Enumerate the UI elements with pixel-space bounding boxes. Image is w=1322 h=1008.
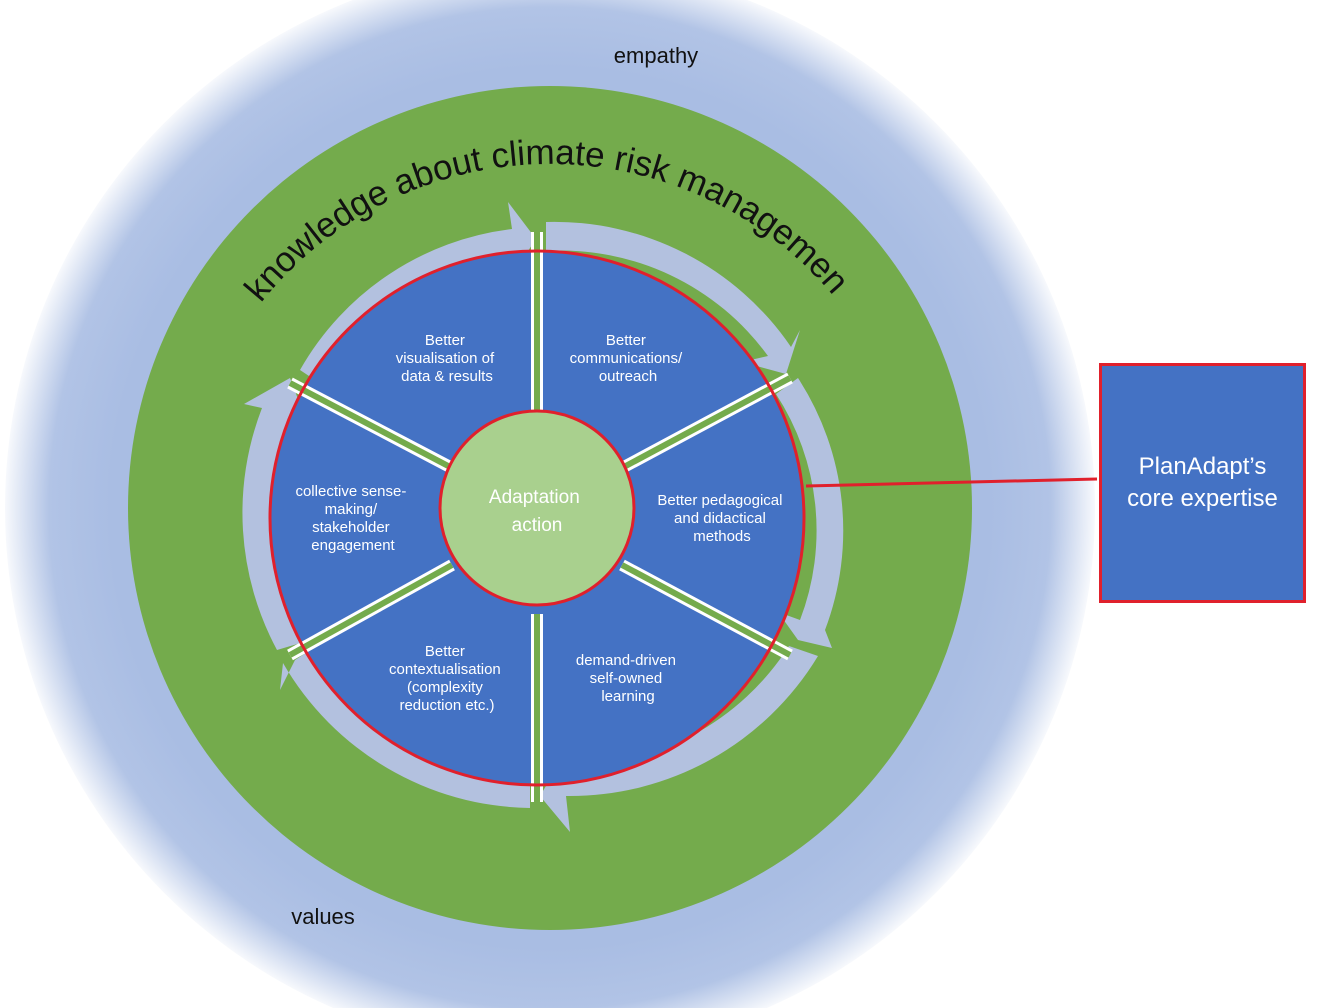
segment-label-contextualisation: Better contextualisation (complexity red… [389, 643, 505, 714]
center-circle [438, 409, 636, 607]
core-expertise-line2: core expertise [1127, 485, 1278, 512]
segment-label-sensemaking: collective sense- making/ stakeholder en… [295, 483, 410, 554]
values-label: values [291, 904, 355, 929]
cycle-arrow-3 [776, 378, 844, 648]
empathy-label: empathy [614, 43, 698, 68]
segment-label-visualisation: Better visualisation of data & results [396, 332, 499, 385]
center-label: Adaptation action [489, 487, 585, 536]
core-outline-circle [268, 249, 806, 787]
core-expertise-line1: PlanAdapt’s [1138, 453, 1267, 480]
core-expertise-box: PlanAdapt’s core expertise [1099, 363, 1306, 603]
cycle-arrow-2 [546, 221, 800, 374]
segment-label-communications: Better communications/ outreach [570, 332, 687, 385]
segment-dividers [287, 232, 793, 802]
segment-label-demand: demand-driven self-owned learning [576, 652, 680, 705]
cycle-arrow-6 [242, 378, 306, 650]
cycle-arrow-1 [300, 202, 536, 384]
cycle-arrow-5 [280, 640, 530, 808]
connector-line [805, 477, 1098, 488]
cycle-arrow-4 [540, 646, 818, 832]
cycle-arrows [242, 202, 844, 832]
segment-label-pedagogical: Better pedagogical and didactical method… [657, 492, 786, 545]
